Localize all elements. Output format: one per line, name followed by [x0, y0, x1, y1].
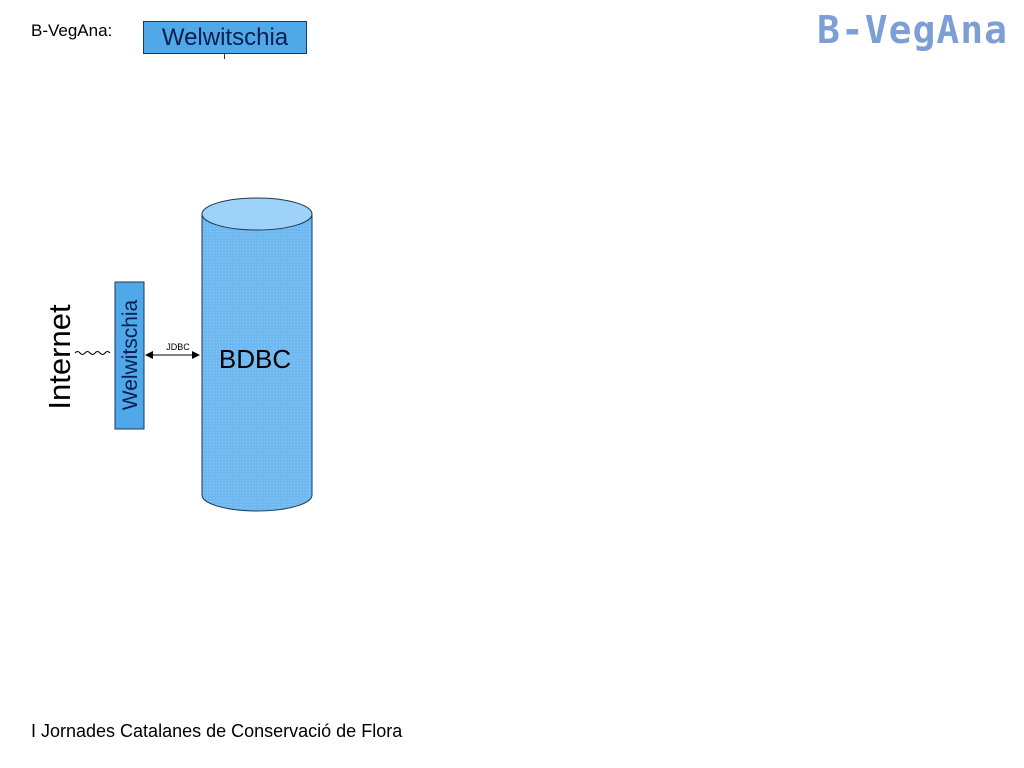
header-title-text: Welwitschia [161, 23, 289, 51]
arrow-head-right [192, 351, 200, 359]
arrow-head-left [145, 351, 153, 359]
welwitschia-label: Welwitschia [119, 299, 142, 410]
wavy-connection-line [74, 351, 111, 355]
jdbc-label: JDBC [166, 342, 190, 352]
database-cylinder-body [201, 213, 313, 512]
header-label: B-VegAna: [31, 21, 113, 40]
database-label: BDBC [219, 344, 291, 374]
welwitschia-box [114, 281, 145, 430]
database-cylinder-top [201, 197, 313, 231]
internet-label: Internet [42, 304, 77, 410]
footer-text: I Jornades Catalanes de Conservació de F… [31, 721, 403, 741]
b-vegana-logo: B-VegAna [816, 8, 1008, 52]
cursor-tick [224, 53, 225, 59]
header-title-box: Welwitschia [143, 21, 307, 59]
